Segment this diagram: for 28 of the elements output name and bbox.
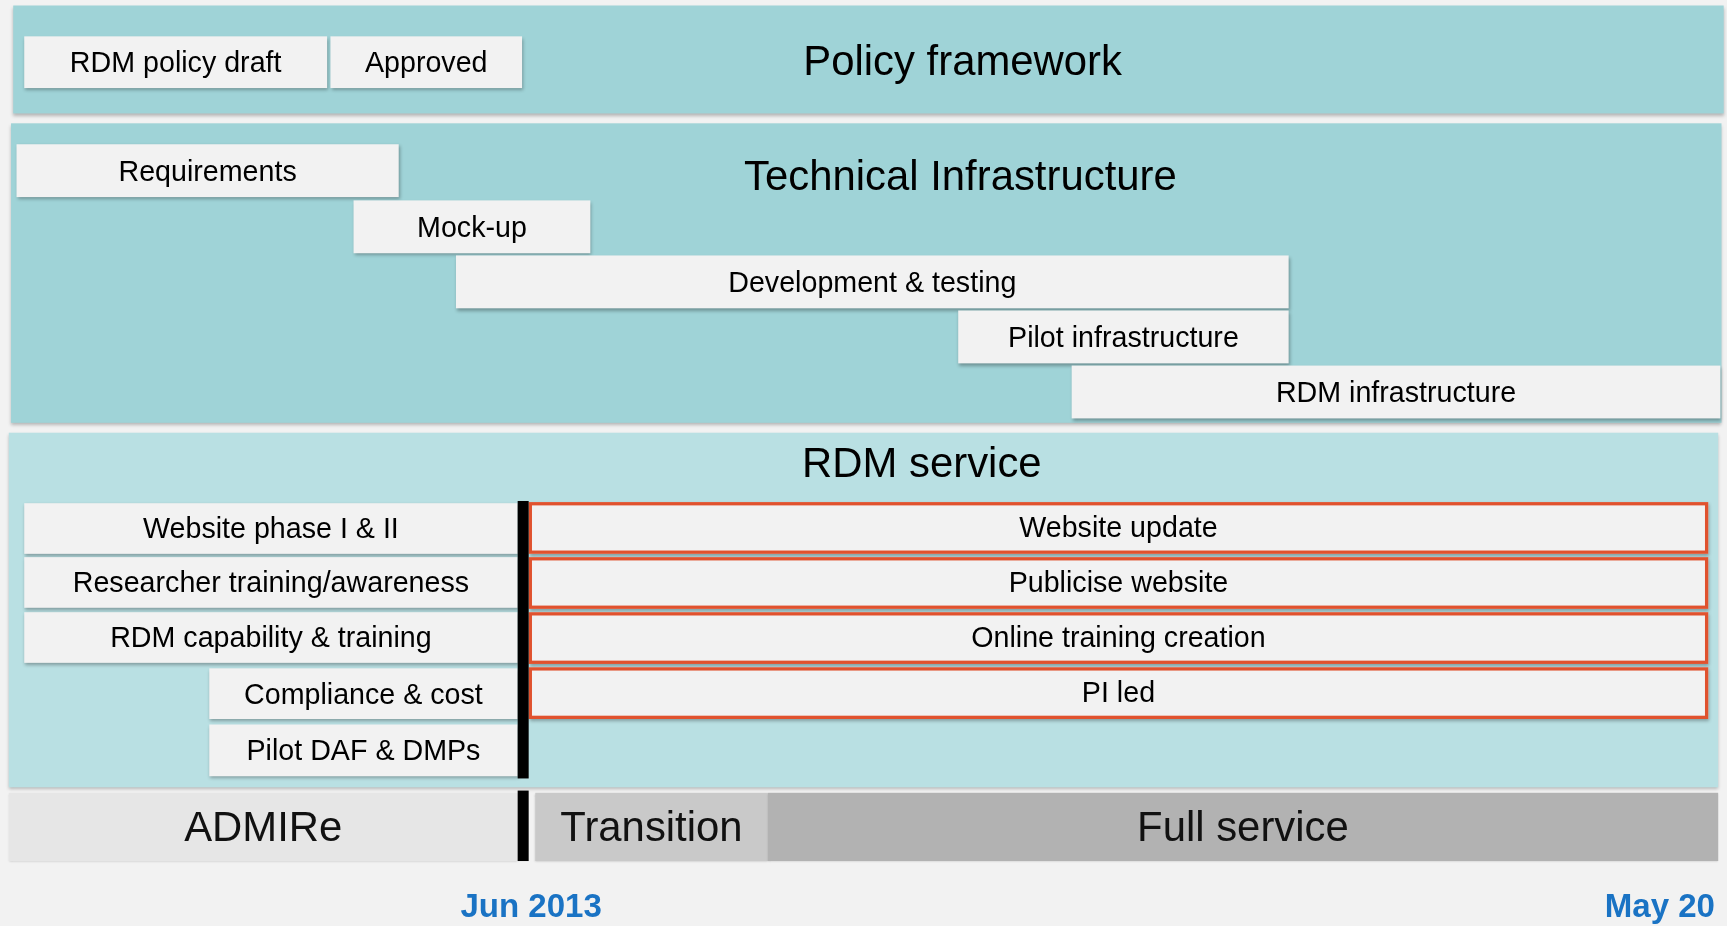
task-bar: Compliance & cost	[209, 668, 518, 719]
task-bar: RDM policy draft	[24, 36, 328, 89]
band-title: Technical Infrastructure	[743, 152, 1178, 201]
task-bar: Development & testing	[456, 255, 1289, 309]
task-bar: Pilot DAF & DMPs	[209, 724, 518, 777]
band-title: RDM service	[801, 438, 1043, 487]
task-bar: RDM infrastructure	[1071, 365, 1721, 419]
phase-bar: Full service	[767, 792, 1719, 862]
date-label: May 20	[1604, 887, 1715, 925]
task-bar: Requirements	[16, 144, 399, 198]
task-bar: Website phase I & II	[24, 503, 518, 554]
task-bar: Website update	[528, 502, 1709, 554]
band-title: Policy framework	[802, 36, 1123, 85]
task-bar: Researcher training/awareness	[24, 557, 518, 608]
task-bar: Pilot infrastructure	[958, 310, 1289, 364]
swimlane-band	[8, 432, 1719, 788]
task-bar: Publicise website	[528, 557, 1709, 609]
swimlane-band	[11, 123, 1722, 423]
task-bar: Online training creation	[528, 612, 1709, 664]
date-label: Jun 2013	[460, 887, 602, 925]
swimlane-band	[13, 5, 1724, 114]
task-bar: PI led	[528, 667, 1709, 719]
phase-bar: ADMIRe	[8, 792, 518, 862]
task-bar: Approved	[330, 36, 523, 89]
node-label: ADMIRe	[184, 803, 343, 850]
task-bar: Mock-up	[353, 200, 591, 254]
phase-bar: Transition	[535, 792, 768, 862]
task-bar: RDM capability & training	[24, 612, 518, 663]
